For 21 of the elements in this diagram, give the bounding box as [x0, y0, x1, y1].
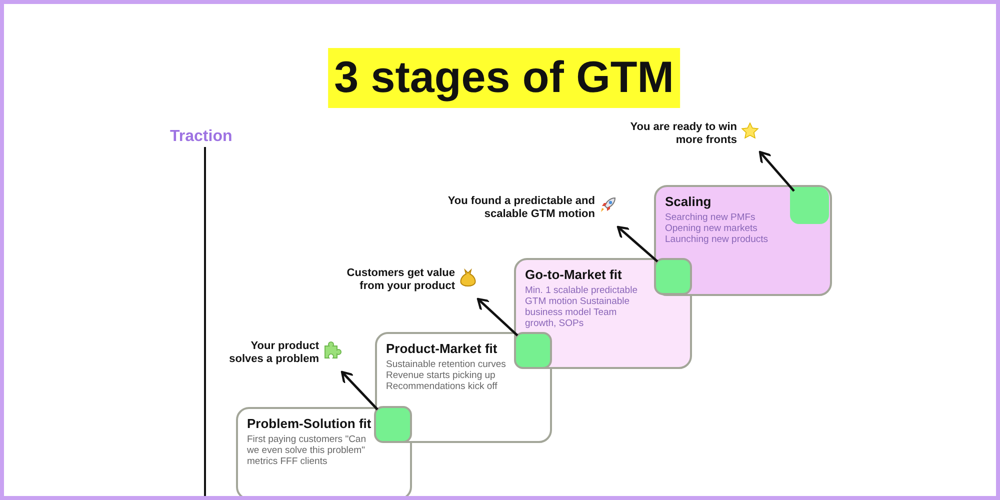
- outcome-text: You are ready to win more fronts: [629, 121, 737, 147]
- corner-square: [514, 332, 552, 369]
- arrow: [758, 150, 795, 192]
- outcome-text: Your product solves a problem: [228, 340, 319, 366]
- stage-description: First paying customers "Can we even solve this problem" metrics FFF clients: [247, 434, 367, 467]
- stage-description: Min. 1 scalable predictable GTM motion Sustainable business model Team growth, SOPs: [525, 285, 638, 329]
- corner-square: [790, 187, 829, 224]
- stage-title: Product-Market fit: [386, 341, 498, 356]
- stage-card: [654, 185, 832, 296]
- axis-label: Traction: [170, 128, 232, 146]
- stage-title: Problem-Solution fit: [247, 416, 372, 431]
- corner-square: [654, 258, 692, 295]
- corner-square: [374, 406, 412, 443]
- stage-card: [236, 407, 412, 496]
- stage-description: Sustainable retention curves Revenue starts picking up Recommendations kick off: [386, 359, 507, 392]
- stage-title: Scaling: [665, 194, 712, 209]
- outcome-text: You found a predictable and scalable GTM motion: [447, 195, 595, 221]
- title: 3 stages of GTM: [328, 48, 680, 108]
- stage-title: Go-to-Market fit: [525, 267, 623, 282]
- stage-description: Searching new PMFs Opening new markets Launching new products: [665, 212, 769, 245]
- outcome-text: Customers get value from your product: [346, 267, 455, 293]
